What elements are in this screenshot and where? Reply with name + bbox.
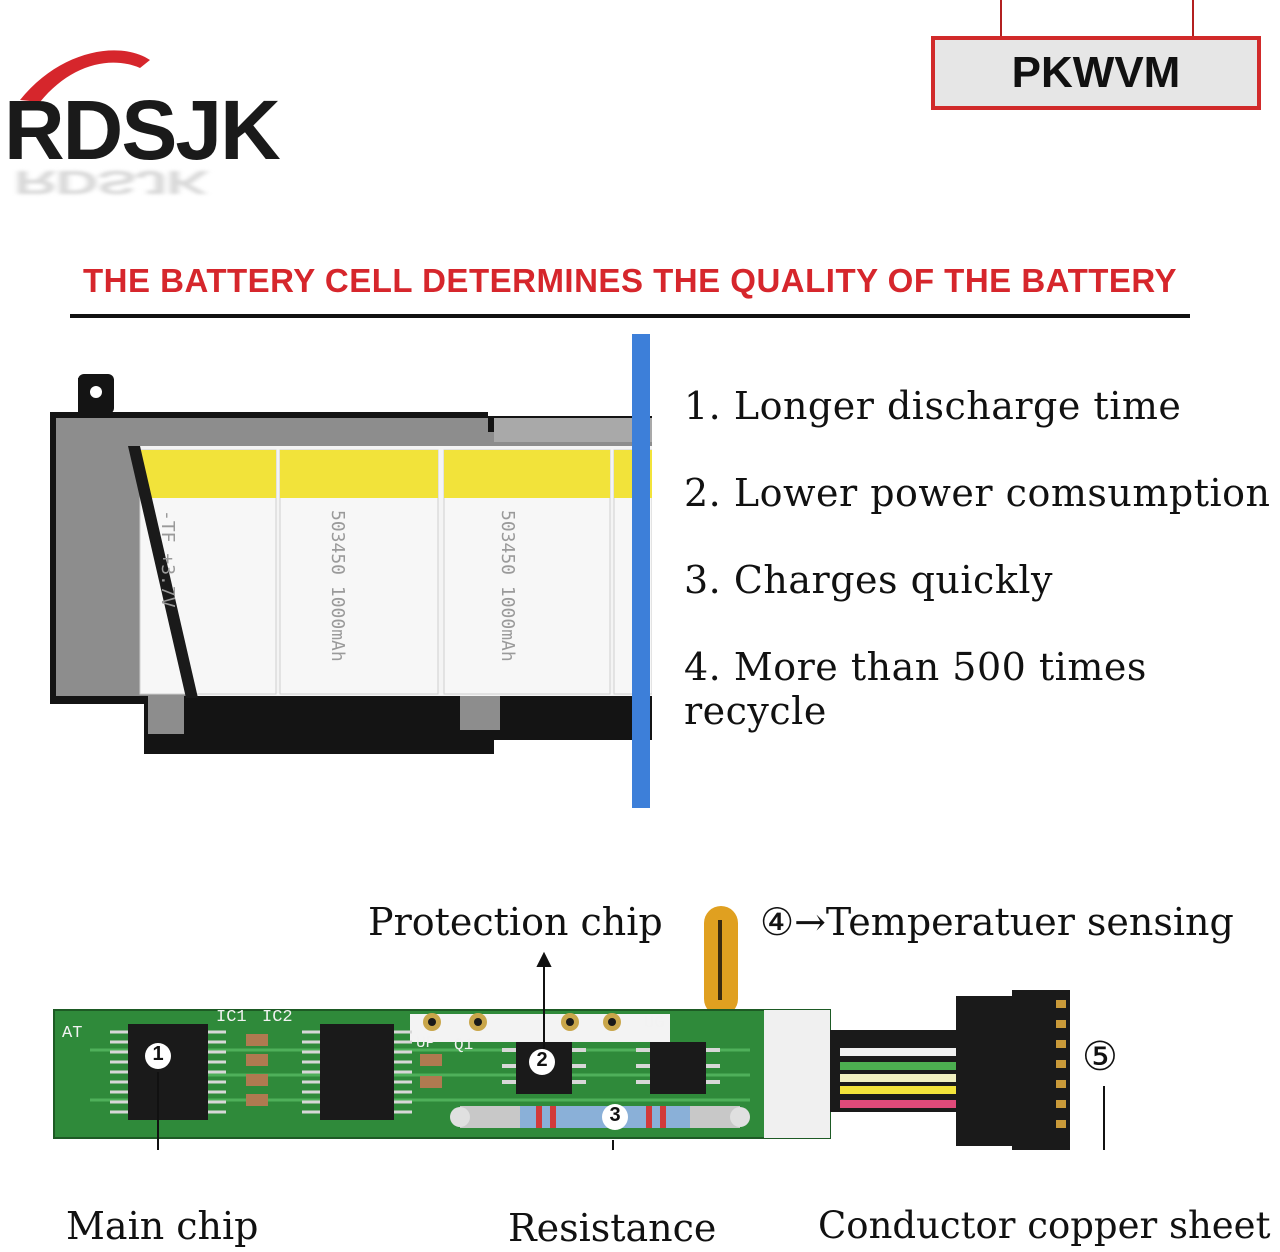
label-resistance: Resistance [508,1206,717,1250]
cell-print-3: 503450 1000mAh [497,510,518,662]
cell-model: 503450 [497,510,518,576]
callout-number-1: 1 [152,1043,164,1065]
callout-number-2: 2 [536,1049,548,1071]
badge-hanger [1000,0,1194,38]
feature-item: 4. More than 500 times recycle [684,645,1147,733]
label-conductor-copper-sheet: Conductor copper sheet [818,1204,1271,1247]
callout-number-5: ⑤ [1082,1034,1118,1080]
cell-model: 503450 [327,510,348,576]
cell-print-1: -TF +3.7V [157,510,178,608]
feature-item: 3. Charges quickly [684,558,1053,602]
cell-print-2: 503450 1000mAh [327,510,348,662]
logo-text: RDSJK [4,83,281,177]
feature-item: 2. Lower power comsumption [684,471,1271,515]
model-badge: PKWVM [931,36,1261,110]
battery-cell-photo: -TF +3.7V 503450 1000mAh 503450 1000mAh [48,334,652,810]
cell-capacity: 1000mAh [327,585,348,662]
cell-voltage: +3.7V [157,553,178,608]
callout-number-3: 3 [609,1104,621,1126]
silkscreen-q1: Q1 [454,1036,474,1054]
brand-logo: RDSJK RDSJK [0,30,360,201]
silkscreen-ic2: IC2 [262,1008,293,1027]
logo-reflection: RDSJK [14,163,208,201]
vertical-divider [632,334,650,808]
logo-swoosh-icon [20,50,150,102]
protection-board-diagram: IC1 IC2 AT UP Q1 UG 1 2 3 [50,900,1280,1150]
headline: THE BATTERY CELL DETERMINES THE QUALITY … [82,262,1178,299]
cell-brand: -TF [157,510,178,543]
silkscreen-up: UP [416,1034,436,1052]
label-protection-chip: Protection chip [368,900,663,944]
feature-item: 1. Longer discharge time [684,384,1182,428]
label-temperature-sensing: ④→Temperatuer sensing [760,900,1234,944]
cell-capacity: 1000mAh [497,585,518,662]
silkscreen-ug: UG [644,1014,665,1033]
label-main-chip: Main chip [66,1204,259,1248]
headline-rule [70,314,1190,318]
silkscreen-ic1: IC1 [216,1008,247,1027]
silkscreen-at: AT [62,1024,83,1043]
